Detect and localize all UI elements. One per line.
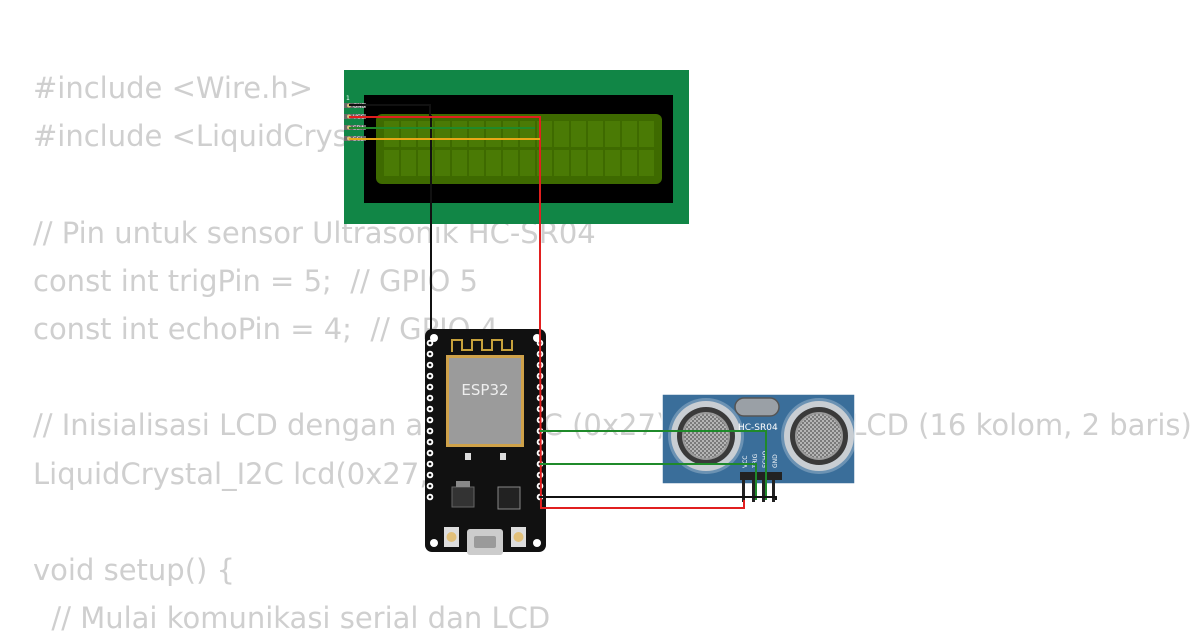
esp32-pin-hole: [428, 429, 432, 433]
esp32-pin-hole: [428, 385, 432, 389]
usb-serial-chip: [497, 486, 521, 510]
lcd-char-cell: [384, 121, 399, 147]
mount-hole: [430, 334, 438, 342]
lcd-char-cell: [503, 150, 518, 176]
lcd-char-cell: [622, 121, 637, 147]
code-line: void setup() {: [33, 552, 235, 587]
sensor-pin-trig[interactable]: [752, 478, 755, 502]
wire-trig[interactable]: [540, 463, 757, 500]
lcd-char-cell: [486, 121, 501, 147]
lcd-char-cell: [469, 121, 484, 147]
lcd-char-cell: [520, 150, 535, 176]
esp32-pin-hole: [428, 451, 432, 455]
code-line: // Mulai komunikasi serial dan LCD: [33, 601, 551, 636]
mount-hole: [430, 539, 438, 547]
esp32-board[interactable]: ESP32: [425, 329, 546, 555]
esp32-pin-hole: [428, 363, 432, 367]
antenna-trace: [451, 339, 513, 352]
lcd-char-cell: [605, 150, 620, 176]
wire-lcd-vcc[interactable]: [349, 116, 542, 509]
esp32-pin-hole: [428, 418, 432, 422]
esp32-pin-hole: [428, 484, 432, 488]
lcd-char-cell: [418, 150, 433, 176]
esp32-pin-hole: [428, 407, 432, 411]
voltage-regulator: [451, 481, 475, 508]
sensor-pin-echo[interactable]: [762, 478, 765, 502]
lcd-char-cell: [588, 150, 603, 176]
code-line: const int trigPin = 5; // GPIO 5: [33, 263, 478, 298]
esp32-pin-hole: [428, 473, 432, 477]
esp32-pin-hole: [428, 352, 432, 356]
lcd-char-cell: [554, 150, 569, 176]
wires: [349, 104, 777, 509]
sensor-crystal: [734, 397, 780, 417]
lcd-char-cell: [452, 121, 467, 147]
boot-button[interactable]: [444, 527, 459, 547]
hc-sr04-sensor[interactable]: HC-SR04 VCC TRIG ECHO GND: [661, 393, 857, 502]
lcd-char-cell: [503, 121, 518, 147]
wire-echo[interactable]: [540, 430, 767, 500]
usb-port[interactable]: [467, 529, 503, 555]
esp32-pin-hole: [428, 440, 432, 444]
esp32-label: ESP32: [461, 381, 508, 399]
lcd-char-cell: [384, 150, 399, 176]
lcd-char-cell: [435, 150, 450, 176]
esp32-pin-hole: [428, 462, 432, 466]
lcd-char-cell: [571, 121, 586, 147]
reset-button[interactable]: [511, 527, 526, 547]
sensor-label: HC-SR04: [738, 423, 778, 433]
wire-sensor-gnd[interactable]: [540, 496, 777, 500]
esp32-module: [446, 355, 524, 447]
sensor-pin-label: GND: [772, 454, 779, 468]
lcd-char-cell: [639, 121, 654, 147]
esp32-pin-hole: [428, 341, 432, 345]
sensor-pin-gnd[interactable]: [772, 478, 775, 502]
code-line: // Pin untuk sensor Ultrasonik HC-SR04: [33, 215, 596, 250]
lcd-char-cell: [486, 150, 501, 176]
smd-component: [465, 453, 471, 460]
sensor-transmitter: [668, 398, 744, 474]
lcd-char-cell: [554, 121, 569, 147]
lcd-char-cell: [588, 121, 603, 147]
lcd-char-cell: [469, 150, 484, 176]
mount-hole: [533, 539, 541, 547]
lcd-char-cell: [435, 121, 450, 147]
sensor-pin-header: [740, 472, 782, 502]
lcd-char-cell: [605, 121, 620, 147]
wire-sensor-vcc[interactable]: [540, 500, 745, 509]
lcd-char-cell: [452, 150, 467, 176]
sensor-pin-label: VCC: [742, 456, 749, 468]
sensor-receiver: [781, 398, 857, 474]
lcd-char-cell: [571, 150, 586, 176]
lcd-char-cell: [622, 150, 637, 176]
lcd-char-cell: [401, 150, 416, 176]
sensor-pin-vcc[interactable]: [742, 478, 745, 502]
sensor-pin-label: TRIG: [752, 453, 759, 469]
esp32-pin-header-left: [426, 339, 434, 501]
lcd-char-cell: [639, 150, 654, 176]
lcd-char-cell: [401, 121, 416, 147]
code-line: #include <Wire.h>: [33, 71, 314, 105]
esp32-pin-hole: [428, 374, 432, 378]
code-line: const int echoPin = 4; // GPIO 4: [33, 311, 499, 346]
lcd-module[interactable]: 1 GND VCC SDA SCL: [344, 70, 689, 224]
lcd-pin-label: GND: [353, 104, 366, 110]
wire-lcd-gnd-stub[interactable]: [349, 104, 431, 116]
esp32-pin-hole: [428, 495, 432, 499]
esp32-pin-hole: [428, 396, 432, 400]
lcd-pin-number: 1: [346, 95, 350, 102]
smd-component: [500, 453, 506, 460]
lcd-char-cell: [520, 121, 535, 147]
wire-lcd-gnd[interactable]: [430, 115, 432, 330]
